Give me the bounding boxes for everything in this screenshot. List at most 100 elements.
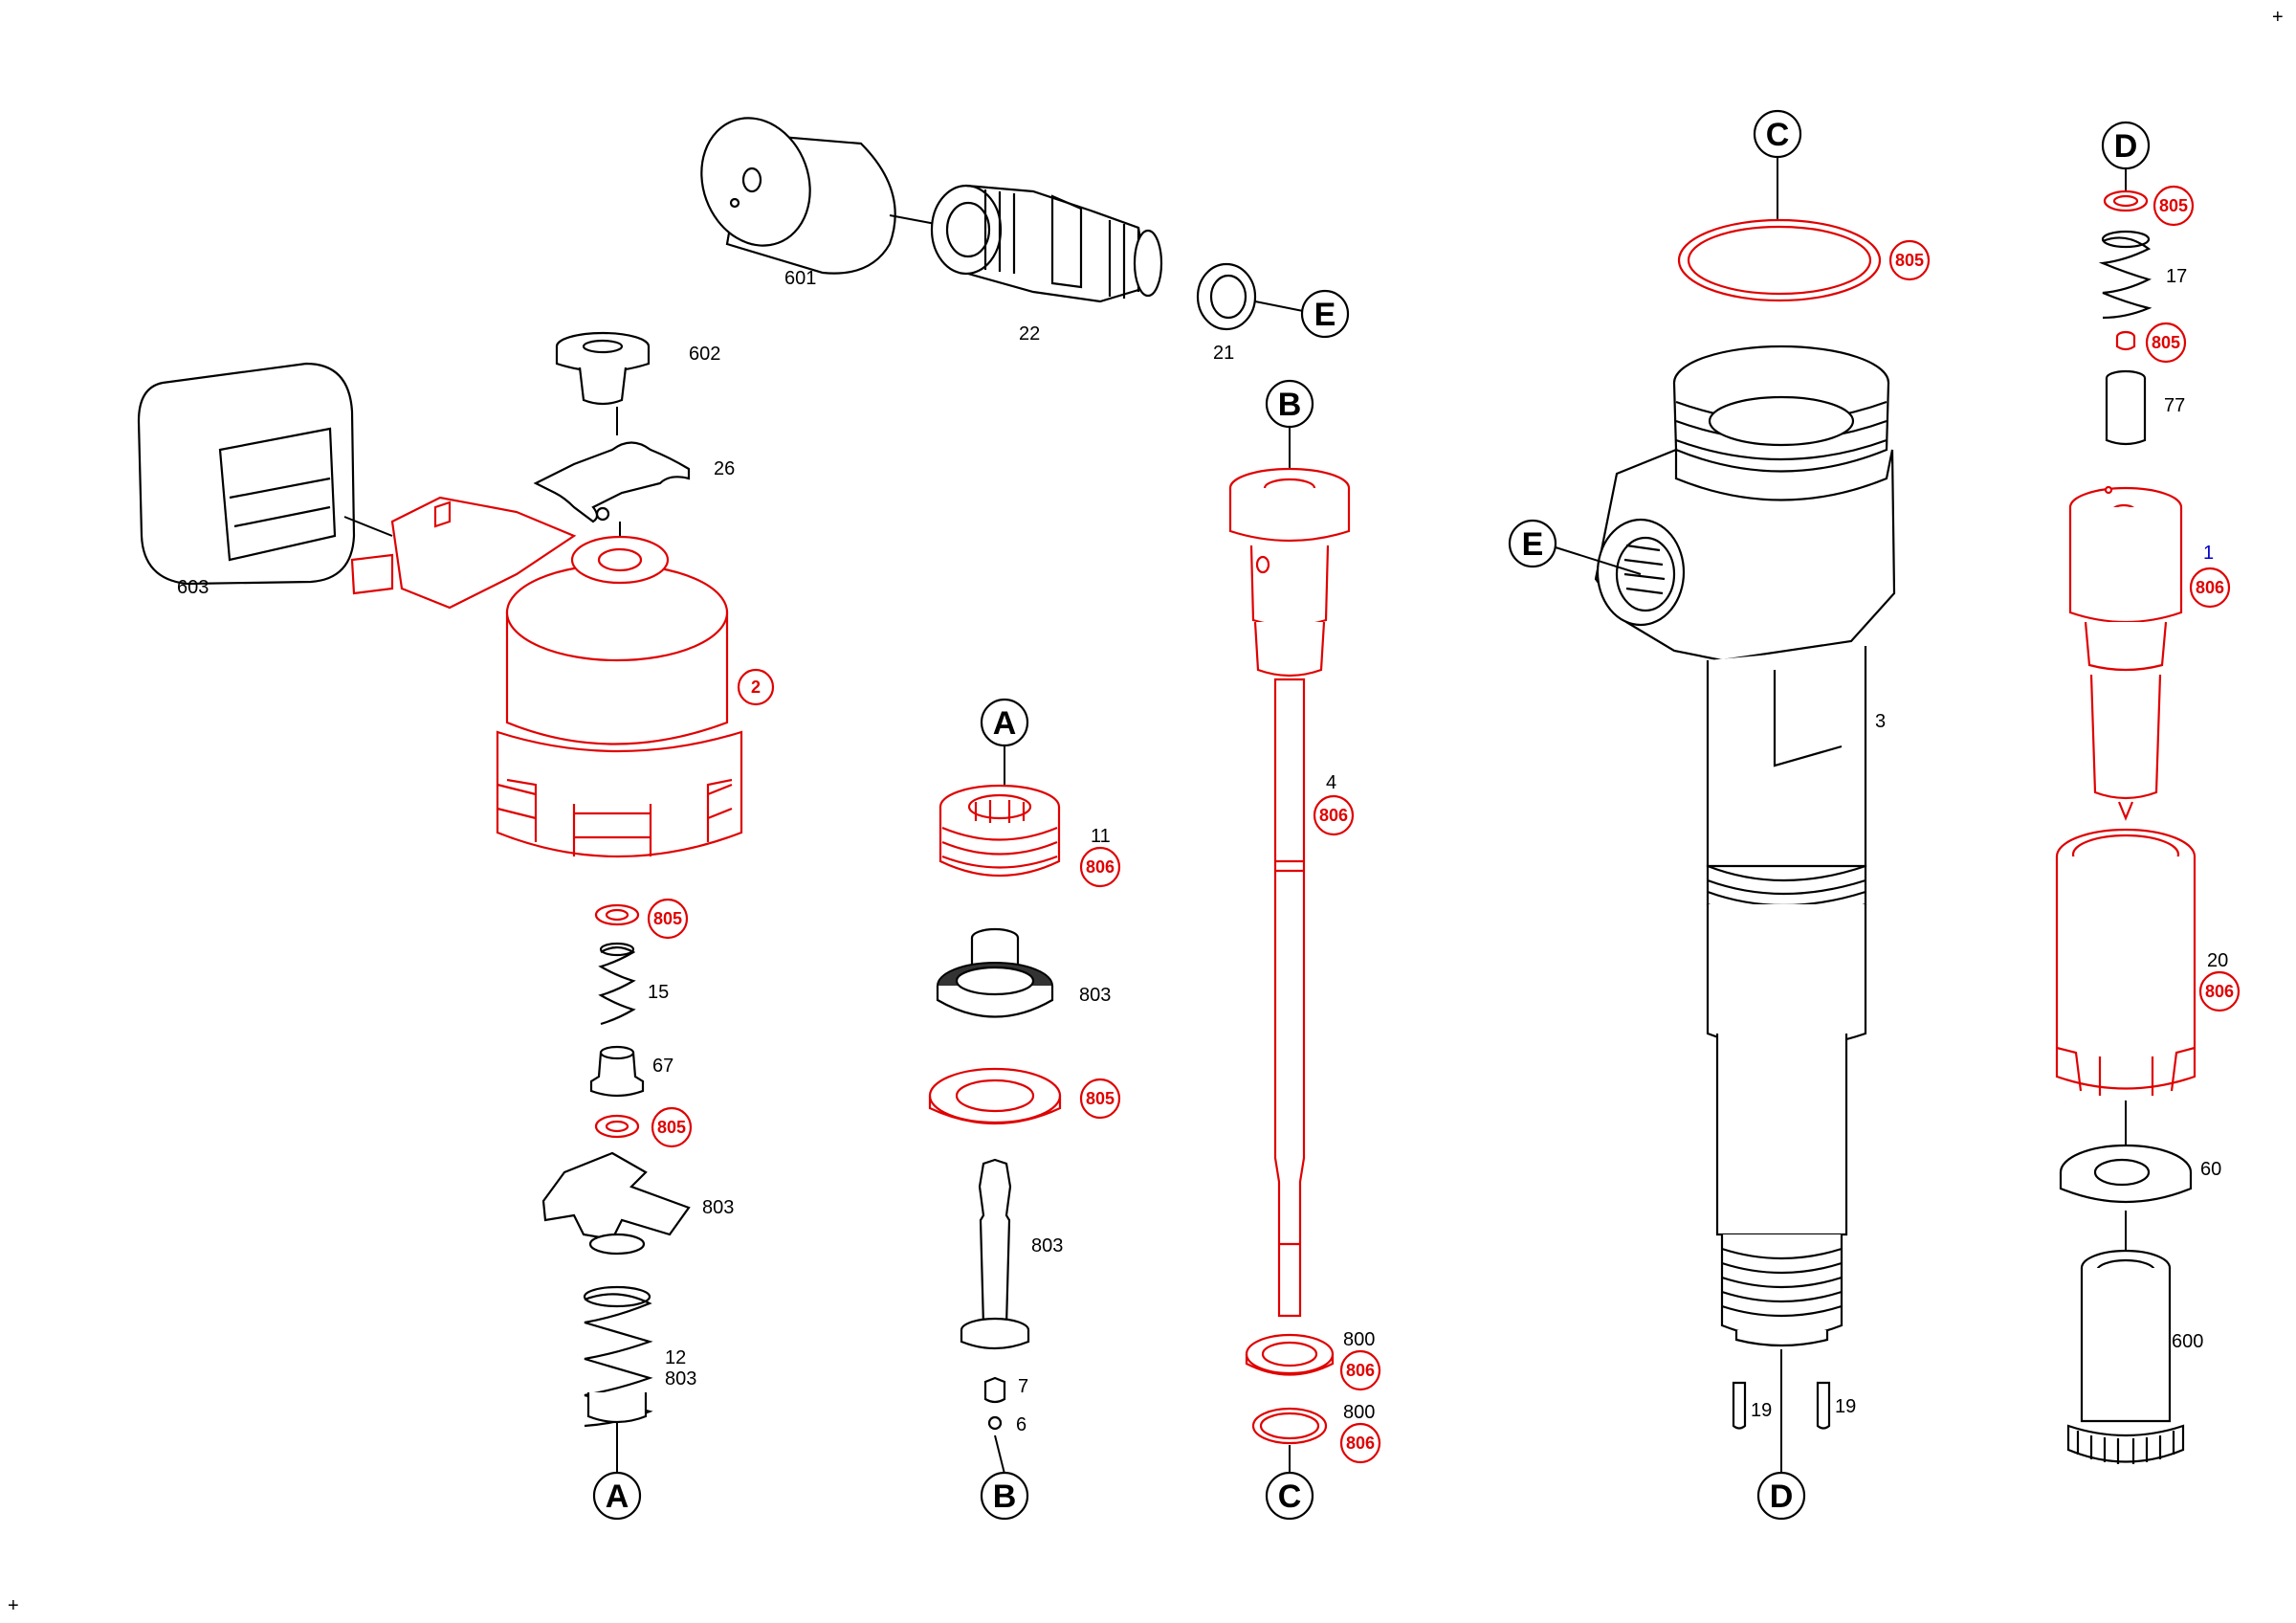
badge-805-c: 805 (1079, 1078, 1121, 1120)
badge-805-f: 805 (2145, 322, 2187, 364)
part-805-ring-d (1677, 218, 1882, 302)
callout-e-fitting: E (1300, 289, 1350, 339)
callout-b-bottom: B (980, 1471, 1029, 1521)
part-805-washer-c (928, 1067, 1062, 1125)
badge-2: 2 (737, 668, 775, 706)
label-6: 6 (1016, 1414, 1027, 1435)
label-19-a: 19 (1751, 1400, 1772, 1421)
label-600: 600 (2172, 1331, 2203, 1352)
badge-806-b: 806 (1313, 794, 1355, 836)
badge-805-a: 805 (647, 898, 689, 940)
badge-806-a: 806 (1079, 846, 1121, 888)
label-22: 22 (1019, 323, 1040, 345)
callout-c-bottom: C (1265, 1471, 1314, 1521)
badge-805-e: 805 (2152, 185, 2195, 227)
callout-d-top: D (2101, 121, 2151, 170)
badge-805-b: 805 (651, 1106, 693, 1148)
part-1-nozzle (2068, 485, 2183, 821)
callout-c-top: C (1753, 109, 1802, 159)
label-800-a: 800 (1343, 1329, 1375, 1350)
label-800-b: 800 (1343, 1402, 1375, 1423)
svg-text:805: 805 (2152, 333, 2180, 352)
label-17: 17 (2166, 266, 2187, 287)
svg-text:B: B (1278, 387, 1302, 423)
svg-text:806: 806 (1346, 1434, 1375, 1453)
callout-b-top: B (1265, 379, 1314, 429)
badge-806-e: 806 (2189, 567, 2231, 609)
svg-text:D: D (2114, 128, 2138, 165)
svg-text:2: 2 (751, 678, 761, 697)
label-19-b: 19 (1835, 1396, 1856, 1417)
part-60-washer (2059, 1144, 2193, 1204)
callout-a-top: A (980, 698, 1029, 747)
callout-a-bottom: A (592, 1471, 642, 1521)
label-602: 602 (689, 344, 720, 365)
label-7: 7 (1018, 1376, 1028, 1397)
svg-text:A: A (606, 1478, 629, 1515)
part-7-pin (983, 1376, 1006, 1404)
part-600-socket (2066, 1249, 2185, 1464)
label-67: 67 (652, 1056, 673, 1077)
part-4-valve-rod (1228, 467, 1351, 1318)
part-803-armature (541, 1151, 691, 1256)
part-805-ring-a (594, 903, 640, 926)
part-6-ball (987, 1415, 1003, 1431)
label-60: 60 (2200, 1159, 2221, 1180)
label-4: 4 (1326, 772, 1336, 793)
label-803-c: 803 (1079, 985, 1111, 1006)
part-21-ring (1196, 262, 1304, 331)
part-803-valve-seat (936, 927, 1054, 1018)
part-22-fitting (930, 184, 1163, 303)
label-803-a: 803 (702, 1197, 734, 1218)
part-805-ring-f (2115, 330, 2136, 351)
part-15-spring (598, 942, 636, 1026)
svg-text:805: 805 (1895, 251, 1924, 270)
part-601-cap (700, 117, 967, 275)
label-601: 601 (784, 268, 816, 289)
svg-text:805: 805 (653, 909, 682, 928)
part-603-connector (137, 362, 393, 586)
callout-d-bottom: D (1756, 1471, 1806, 1521)
label-21: 21 (1213, 343, 1234, 364)
part-20-nozzle-nut (2055, 828, 2197, 1096)
label-1: 1 (2203, 543, 2214, 564)
badge-805-d: 805 (1888, 239, 1931, 281)
svg-text:805: 805 (1086, 1089, 1115, 1108)
label-11: 11 (1091, 826, 1111, 847)
label-803-d: 803 (1031, 1235, 1063, 1256)
svg-text:E: E (1314, 297, 1336, 333)
label-77: 77 (2164, 395, 2185, 416)
label-26: 26 (714, 458, 735, 479)
svg-text:D: D (1770, 1478, 1794, 1515)
corner-mark-bottom-left: + (8, 1595, 19, 1616)
part-805-ring-e (2103, 189, 2149, 212)
svg-text:C: C (1766, 117, 1790, 153)
label-3: 3 (1875, 711, 1886, 732)
leader-e-body (1555, 546, 1642, 575)
svg-text:806: 806 (2205, 982, 2234, 1001)
badge-806-c: 806 (1339, 1349, 1381, 1391)
part-12-spring (583, 1285, 653, 1428)
label-20: 20 (2207, 950, 2228, 971)
part-803-piston (960, 1158, 1030, 1350)
svg-text:A: A (993, 705, 1017, 742)
part-800-ring-b (1251, 1407, 1328, 1445)
label-603: 603 (177, 577, 209, 598)
svg-text:806: 806 (1346, 1361, 1375, 1380)
label-803-b: 803 (665, 1368, 696, 1390)
part-602-nut (555, 331, 651, 406)
part-11-nut (938, 784, 1061, 878)
svg-text:805: 805 (657, 1118, 686, 1137)
svg-text:805: 805 (2159, 196, 2188, 215)
label-12: 12 (665, 1347, 686, 1368)
label-15: 15 (648, 982, 669, 1003)
part-17-spring (2098, 230, 2152, 320)
badge-806-f: 806 (2198, 970, 2241, 1012)
svg-text:C: C (1278, 1478, 1302, 1515)
part-19-pins (1732, 1381, 1831, 1430)
corner-mark-top-right: + (2272, 7, 2284, 28)
part-77-spacer (2105, 369, 2147, 446)
leader-b-bottom (994, 1434, 1005, 1475)
badge-806-d: 806 (1339, 1422, 1381, 1464)
